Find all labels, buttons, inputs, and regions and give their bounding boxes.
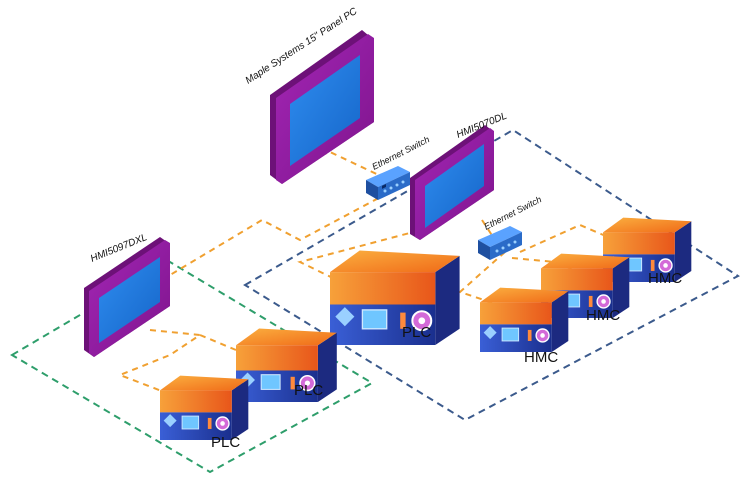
link-switch-hmi-left: [149, 192, 389, 288]
plc-center-label: PLC: [402, 324, 431, 341]
plc-left-upper-label: PLC: [294, 382, 323, 399]
plc-center: [328, 249, 461, 347]
hmc-2-label: HMC: [586, 307, 620, 324]
hmc-1-label: HMC: [524, 349, 558, 366]
hmi-center-screen: [425, 144, 484, 228]
ethernet-switch-top: [366, 166, 410, 200]
link-hmi-left-plc-upper: [199, 334, 249, 356]
link-hmi-center-switch-right: [481, 219, 496, 241]
link-switch-right-hmc2: [519, 223, 616, 253]
ethernet-switch-right: [478, 226, 522, 260]
hmi-center: [410, 125, 494, 240]
plc-left-lower-label: PLC: [211, 434, 240, 451]
hmc-1: [479, 286, 570, 353]
link-hmi-left-plcs: [117, 329, 203, 401]
hmi-left: [84, 237, 170, 357]
hmc-3-label: HMC: [648, 270, 682, 287]
panel-pc-screen: [290, 55, 360, 166]
switch-top-label: Ethernet Switch: [370, 134, 431, 172]
switch-right-label: Ethernet Switch: [482, 194, 543, 232]
hmi-left-screen: [99, 257, 160, 343]
panel-pc: [270, 30, 374, 184]
plc-left-lower: [159, 374, 250, 441]
